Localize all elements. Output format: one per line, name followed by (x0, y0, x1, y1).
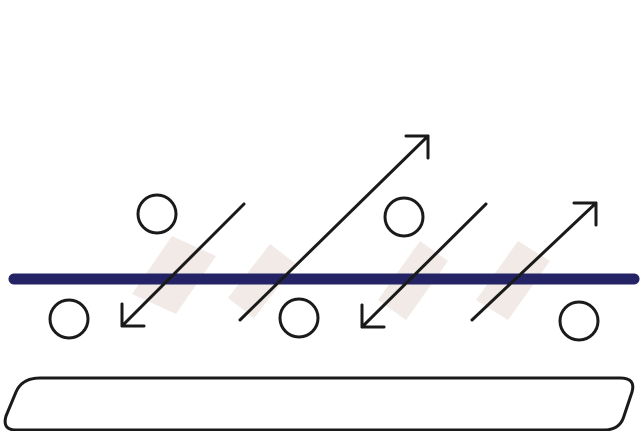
arrow-up-right-1 (238, 134, 430, 322)
particle-circle-5 (558, 300, 600, 342)
arrows (120, 134, 598, 329)
particle-circle-4 (383, 196, 425, 238)
arrow-down-left-1 (120, 202, 246, 328)
particles (48, 193, 600, 342)
arrow-up-right-2 (470, 201, 598, 322)
particle-circle-1 (136, 193, 178, 235)
arrow-down-left-2 (360, 202, 488, 329)
particle-circle-3 (278, 297, 320, 339)
particle-circle-2 (48, 298, 90, 340)
base-platform (3, 376, 635, 431)
